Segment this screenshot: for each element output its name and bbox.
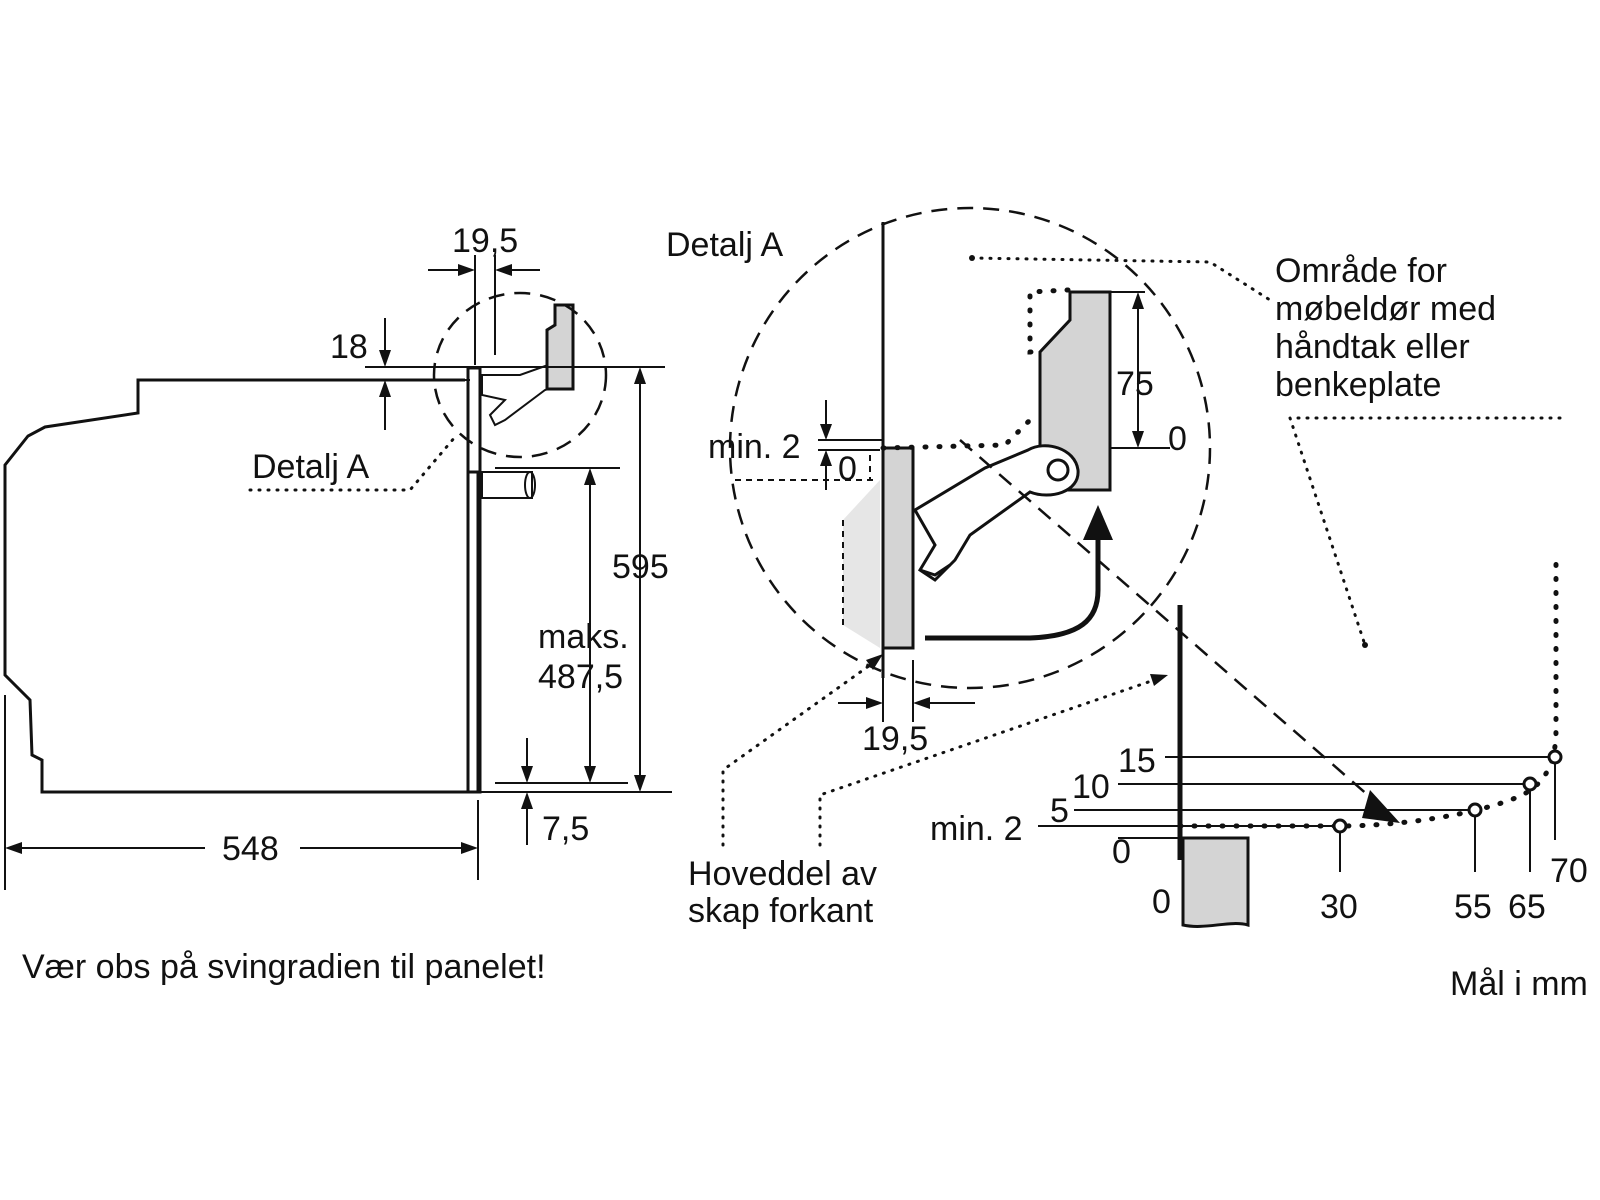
oven-knob [481,471,533,499]
oven-panel-detail [881,446,915,650]
dim-max-value: 487,5 [538,658,623,696]
dim-bottom-offset: 7,5 [542,810,589,848]
dim-zero-right: 0 [1168,420,1187,458]
area-label-line3: håndtak eller [1275,328,1470,366]
swing-graph: 15 10 5 min. 2 0 0 30 55 65 70 [930,557,1588,928]
detail-a-title: Detalj A [666,226,783,264]
oven-body-outline [3,378,480,794]
dim-top-height: 18 [330,328,368,366]
area-label-line2: møbeldør med [1275,290,1496,328]
dim-75: 75 [1116,365,1154,403]
y-label-15: 15 [1118,742,1156,780]
y-label-10: 10 [1072,768,1110,806]
detail-a-circle [728,206,1212,690]
cabinet-label-line2: skap forkant [688,892,874,930]
dim-max-label: maks. [538,618,629,656]
side-door-panel [545,303,575,391]
area-label-line1: Område for [1275,252,1447,290]
x-label-0: 0 [1152,883,1171,921]
dim-bottom-width: 19,5 [862,720,928,758]
x-label-30: 30 [1320,888,1358,926]
detail-a-label: Detalj A [252,448,369,486]
cabinet-label-line1: Hoveddel av [688,855,877,893]
x-label-65: 65 [1508,888,1546,926]
x-label-70: 70 [1550,852,1588,890]
y-label-0: 0 [1112,833,1131,871]
x-label-55: 55 [1454,888,1492,926]
dim-top-offset: 19,5 [452,222,518,260]
dim-total-height: 595 [612,548,669,586]
dim-zero-top: 0 [838,450,857,488]
detail-a-view: Detalj A [666,206,1562,930]
hinge-icon [912,444,1080,582]
warning-text: Vær obs på svingradien til panelet! [22,948,546,986]
dim-depth: 548 [222,830,279,868]
units-note: Mål i mm [1450,965,1588,1003]
dim-min-2: min. 2 [708,428,801,466]
detail-a-marker-circle [432,291,608,459]
oven-side-view: 19,5 18 Detalj A 595 maks. 487,5 7,5 548 [3,222,672,890]
area-label-line4: benkeplate [1275,366,1441,404]
y-label-5: 5 [1050,792,1069,830]
arrow-icon [925,540,1101,641]
y-label-min-2: min. 2 [930,810,1023,848]
counter-block [1181,836,1250,928]
